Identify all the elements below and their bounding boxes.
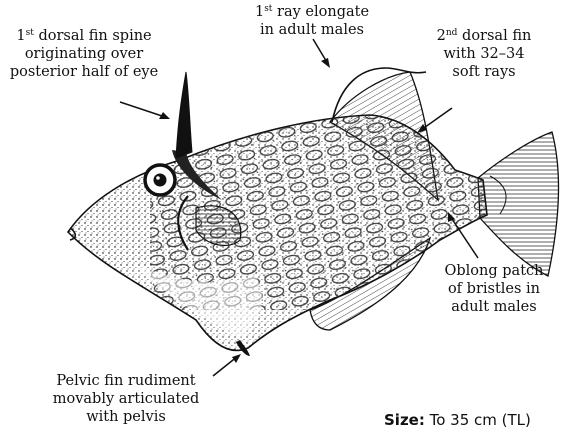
first-dorsal-spine	[176, 72, 192, 158]
size-key: Size:	[384, 411, 425, 429]
label-oblong-patch: Oblong patch of bristles in adult males	[430, 262, 558, 316]
label-first-ray: 1st ray elongate in adult males	[222, 3, 402, 39]
arrow-second-dorsal	[421, 108, 452, 130]
label-pelvic: Pelvic fin rudiment movably articulated …	[36, 372, 216, 426]
label-second-dorsal: 2nd dorsal fin with 32–34 soft rays	[424, 27, 544, 81]
label-dorsal-spine: 1st dorsal fin spine originating over po…	[0, 27, 168, 81]
size-value: To 35 cm (TL)	[425, 411, 531, 429]
arrow-dorsal-spine	[120, 102, 168, 118]
caudal-fin	[478, 132, 558, 276]
size-caption: Size: To 35 cm (TL)	[384, 411, 531, 429]
